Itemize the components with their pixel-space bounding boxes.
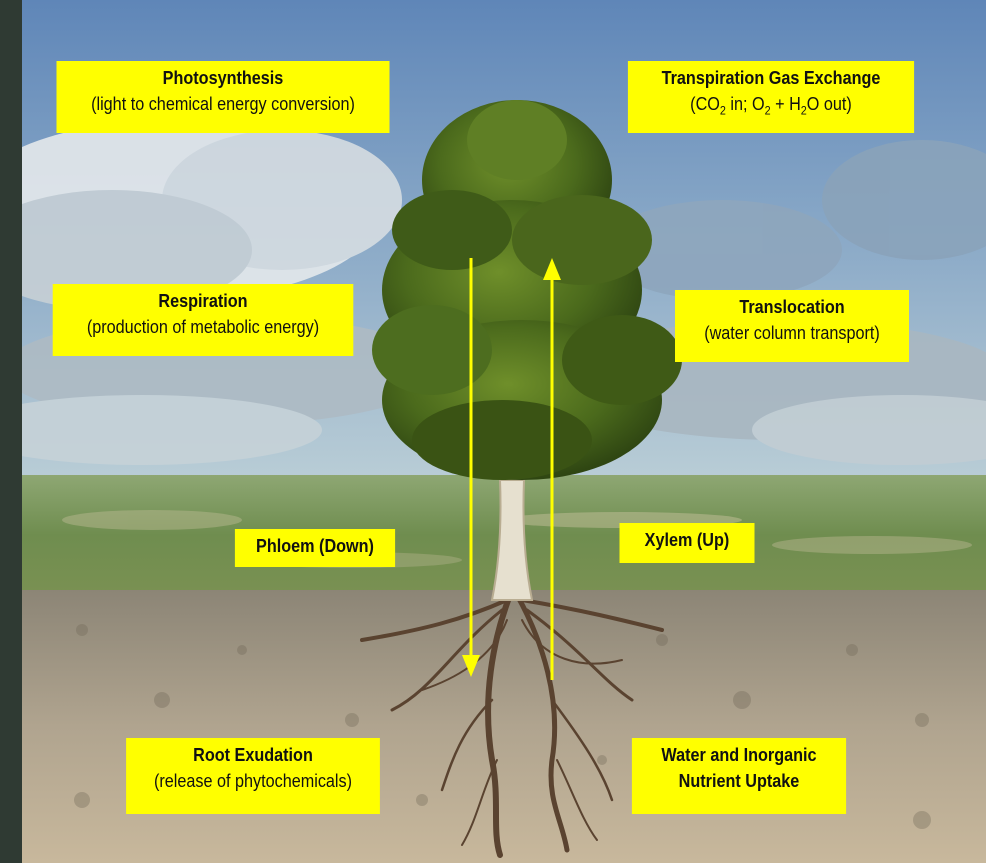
translocation-subtitle: (water column transport) bbox=[682, 320, 902, 346]
xylem-label: Xylem (Up) bbox=[620, 523, 755, 563]
water-uptake-label: Water and Inorganic Nutrient Uptake bbox=[632, 738, 846, 814]
photosynthesis-subtitle: (light to chemical energy conversion) bbox=[64, 91, 383, 117]
translocation-label: Translocation (water column transport) bbox=[675, 290, 909, 362]
transpiration-label: Transpiration Gas Exchange (CO2 in; O2 +… bbox=[628, 61, 914, 133]
photosynthesis-title: Photosynthesis bbox=[64, 65, 383, 91]
respiration-label: Respiration (production of metabolic ene… bbox=[53, 284, 354, 356]
water-uptake-title-line1: Water and Inorganic bbox=[639, 742, 839, 768]
transpiration-subtitle: (CO2 in; O2 + H2O out) bbox=[635, 91, 907, 117]
phloem-label: Phloem (Down) bbox=[235, 529, 395, 567]
photosynthesis-label: Photosynthesis (light to chemical energy… bbox=[57, 61, 390, 133]
transpiration-title: Transpiration Gas Exchange bbox=[635, 65, 907, 91]
soil-cross-section bbox=[22, 590, 986, 863]
xylem-title: Xylem (Up) bbox=[627, 527, 748, 553]
translocation-title: Translocation bbox=[682, 294, 902, 320]
root-exudation-label: Root Exudation (release of phytochemical… bbox=[126, 738, 380, 814]
respiration-subtitle: (production of metabolic energy) bbox=[60, 314, 346, 340]
root-exudation-subtitle: (release of phytochemicals) bbox=[133, 768, 372, 794]
respiration-title: Respiration bbox=[60, 288, 346, 314]
phloem-title: Phloem (Down) bbox=[242, 533, 388, 559]
water-uptake-title-line2: Nutrient Uptake bbox=[639, 768, 839, 794]
root-exudation-title: Root Exudation bbox=[133, 742, 372, 768]
tree-diagram-scene: Photosynthesis (light to chemical energy… bbox=[22, 0, 986, 863]
